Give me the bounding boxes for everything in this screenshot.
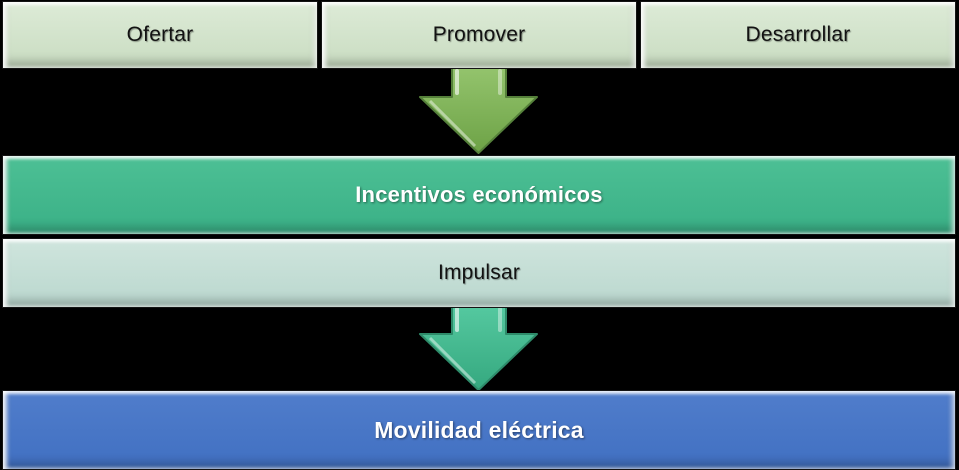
- band-movilidad-label: Movilidad eléctrica: [374, 416, 584, 443]
- band-impulsar-label: Impulsar: [437, 261, 521, 284]
- band-incentivos-label: Incentivos económicos: [355, 182, 603, 207]
- box-promover: Promover: [321, 1, 637, 69]
- top-row: Ofertar Promover Desarrollar: [2, 1, 956, 69]
- band-movilidad: Movilidad eléctrica: [2, 390, 956, 470]
- box-promover-label: Promover: [432, 23, 526, 46]
- box-desarrollar-label: Desarrollar: [745, 23, 851, 46]
- band-impulsar: Impulsar: [2, 238, 956, 308]
- down-arrow-green-icon: [419, 67, 538, 154]
- down-arrow-teal-icon: [419, 305, 538, 391]
- box-ofertar: Ofertar: [2, 1, 318, 69]
- box-desarrollar: Desarrollar: [640, 1, 956, 69]
- band-incentivos: Incentivos económicos: [2, 155, 956, 235]
- box-ofertar-label: Ofertar: [126, 23, 194, 46]
